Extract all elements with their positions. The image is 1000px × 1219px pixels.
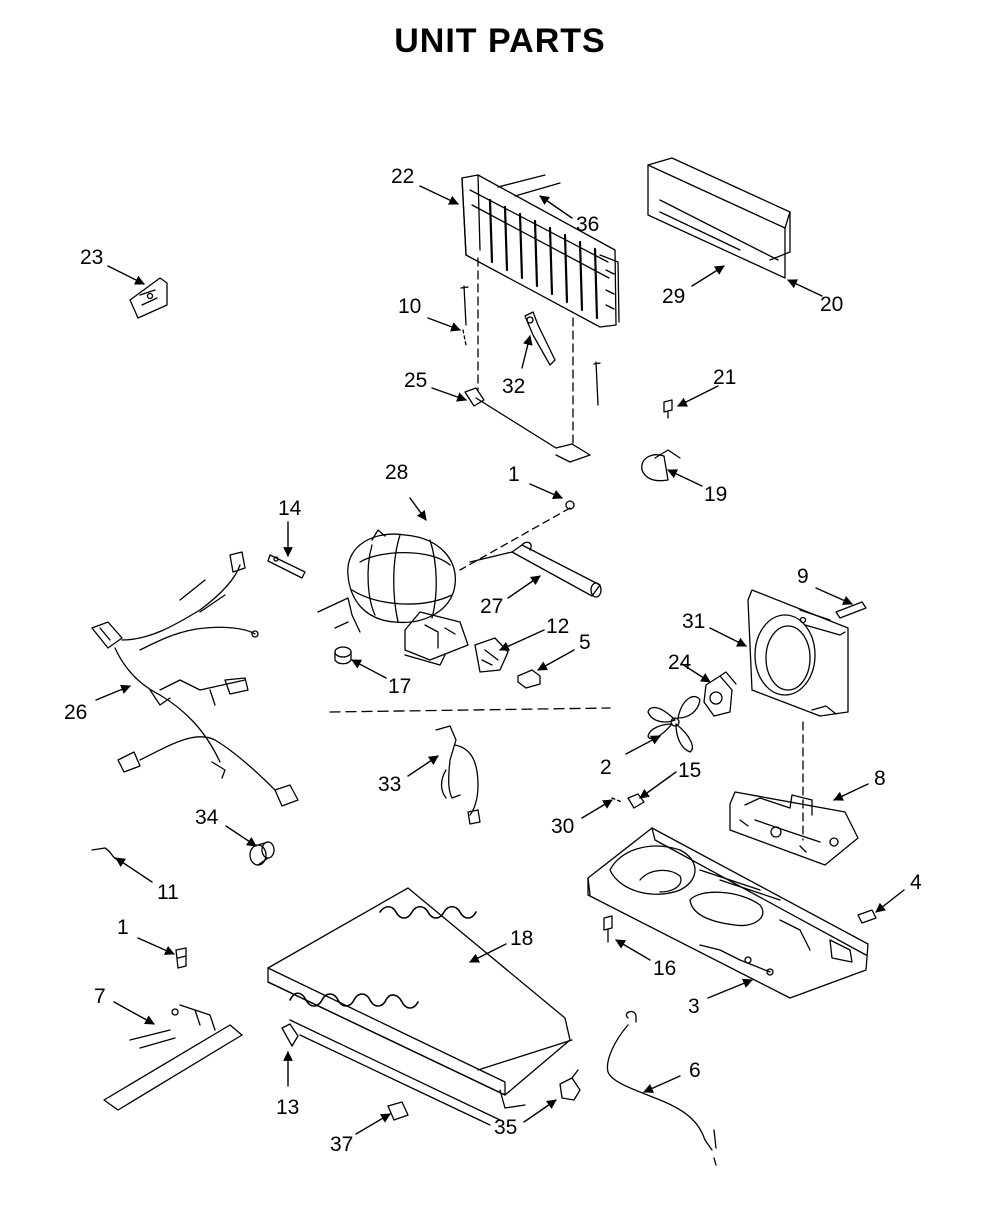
dashed-line-4	[329, 707, 611, 713]
callout-37: 37	[330, 1133, 354, 1156]
clip-13-drawing	[281, 1023, 299, 1047]
condenser-drawing	[461, 174, 620, 328]
screw-16-drawing	[603, 915, 613, 943]
screw-30-drawing	[611, 797, 623, 803]
callout-21: 21	[713, 366, 737, 389]
callout-22: 22	[391, 165, 415, 188]
callout-17: 17	[388, 675, 412, 698]
grommet-17-drawing	[334, 646, 352, 665]
callout-28: 28	[385, 461, 409, 484]
part-1-fitting	[565, 500, 575, 510]
callout-33: 33	[378, 773, 402, 796]
callout-20: 20	[820, 293, 844, 316]
screw-9-drawing	[835, 601, 867, 619]
callout-32: 32	[502, 375, 526, 398]
bracket-32-drawing	[524, 311, 556, 366]
screw-4-drawing	[857, 909, 877, 924]
dashed-line-3	[459, 507, 571, 571]
callout-25: 25	[404, 369, 428, 392]
callout-12: 12	[546, 615, 570, 638]
bracket-37-drawing	[387, 1101, 409, 1121]
nut-15-drawing	[627, 793, 645, 809]
callout-31: 31	[682, 610, 706, 633]
callout-9: 9	[797, 565, 809, 588]
callout-10: 10	[398, 295, 422, 318]
callout-29: 29	[662, 285, 686, 308]
callout-13: 13	[276, 1096, 300, 1119]
callout-4: 4	[910, 871, 922, 894]
callout-24: 24	[668, 651, 692, 674]
thermostat-35-drawing	[559, 1069, 581, 1101]
evaporator-18-drawing	[267, 887, 573, 1126]
fan-motor-24-drawing	[703, 671, 737, 717]
bracket-25-drawing	[464, 361, 601, 463]
callout-36: 36	[576, 213, 600, 236]
strap-14-drawing	[267, 554, 306, 579]
tube-6-drawing	[606, 1010, 717, 1166]
callout-6: 6	[689, 1059, 701, 1082]
callout-14: 14	[278, 497, 302, 520]
callout-34: 34	[195, 806, 219, 829]
dryer-drawing	[469, 541, 602, 598]
callout-15: 15	[678, 759, 702, 782]
callout-11: 11	[157, 881, 179, 904]
callout-1-upper: 1	[508, 463, 520, 486]
bracket-23-drawing	[129, 277, 168, 319]
shroud-drawing	[647, 157, 791, 279]
callout-27: 27	[480, 595, 504, 618]
tube-11-drawing	[91, 847, 119, 861]
clip-19-drawing	[641, 449, 681, 482]
callout-23: 23	[80, 246, 104, 269]
callout-3: 3	[688, 995, 700, 1018]
callout-35: 35	[494, 1116, 518, 1139]
callout-2: 2	[600, 756, 612, 779]
callout-5: 5	[579, 631, 591, 654]
wire-harness-26-drawing	[91, 551, 299, 807]
callout-16: 16	[653, 957, 677, 980]
callout-18: 18	[510, 927, 534, 950]
compressor-drawing	[317, 529, 469, 666]
screw-10-drawing	[460, 285, 469, 346]
screw-21-drawing	[663, 399, 673, 419]
callout-1-lower: 1	[117, 916, 129, 939]
callout-8: 8	[874, 767, 886, 790]
callout-30: 30	[551, 815, 575, 838]
callout-19: 19	[704, 483, 728, 506]
fitting-1-drawing	[175, 947, 187, 969]
diagram-title: UNIT PARTS	[394, 22, 606, 60]
base-pan-3-drawing	[587, 827, 869, 999]
fan-blade-2-drawing	[647, 695, 701, 753]
leader-arrows	[95, 185, 905, 1135]
drain-tube-33-drawing	[435, 725, 481, 825]
grommet-34-drawing	[249, 841, 275, 866]
cover-5-drawing	[517, 669, 541, 689]
cord-7-drawing	[103, 1004, 243, 1111]
fan-bracket-31-drawing	[747, 589, 849, 717]
callout-26: 26	[64, 701, 88, 724]
relay-12-drawing	[474, 637, 509, 673]
bracket-8-drawing	[729, 791, 859, 866]
callout-7: 7	[94, 985, 106, 1008]
